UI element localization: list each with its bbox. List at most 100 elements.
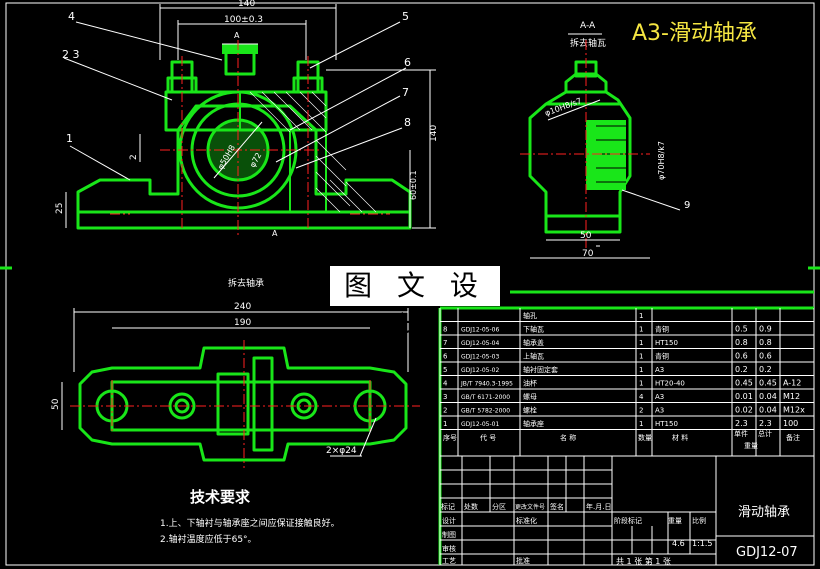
bom-cell-no: 7 xyxy=(443,339,447,347)
balloon-8: 8 xyxy=(404,116,411,129)
bom-cell-w2: 0.04 xyxy=(759,406,777,415)
bom-cell-w2: 0.8 xyxy=(759,338,772,347)
bom-cell-mat: HT150 xyxy=(655,420,678,428)
tb-sign: 签名 xyxy=(550,502,564,511)
bom-cell-w1: 0.01 xyxy=(735,392,753,401)
bom-cell-qty: 1 xyxy=(639,326,643,334)
dim-gap: 2 xyxy=(129,154,139,160)
tb-weight-val: 4.6 xyxy=(672,539,685,548)
bom-cell-note: 100 xyxy=(783,419,798,428)
bom-cell-qty: 2 xyxy=(639,407,643,415)
bom-cell-no: 8 xyxy=(443,326,447,334)
bom-cell-qty: 1 xyxy=(639,380,643,388)
bom-cell-no: 4 xyxy=(443,380,448,388)
bom-cell-code: JB/T 7940.3-1995 xyxy=(460,381,513,388)
bom-cell-name: 轴承盖 xyxy=(523,338,544,347)
bom-cell-name: 螺栓 xyxy=(523,406,537,415)
bom-header-mat: 材 料 xyxy=(672,433,688,442)
tb-sheets: 共 1 张 第 1 张 xyxy=(616,556,671,566)
top-view-outline xyxy=(78,346,408,462)
tb-scale: 比例 xyxy=(692,516,706,525)
bom-cell-no: 5 xyxy=(443,366,447,374)
bom-cell-name: 轴衬固定套 xyxy=(523,365,558,374)
bom-header-weight: 重量 xyxy=(744,442,758,450)
bom-cell-note: M12 xyxy=(783,392,800,401)
dim-height-total: 140 xyxy=(429,125,439,142)
tech-requirements: 技术要求 1.上、下轴衬与轴承座之间应保证接触良好。 2.轴衬温度应低于65°。 xyxy=(160,488,340,545)
bom-table: 轴孔 1 8 GDJ12-05-06 下轴瓦 1 青铜 0.5 0.9 7 GDJ12-05-04 轴… xyxy=(438,290,815,565)
bom-cell-code: GB/T 6171-2000 xyxy=(461,394,510,401)
tb-drawing-name: 滑动轴承 xyxy=(738,505,790,520)
balloon-2-3: 2 3 xyxy=(62,48,80,61)
front-view: 140 100±0.3 xyxy=(55,0,439,238)
tb-stage: 阶段标记 xyxy=(614,516,642,525)
dim-center-height: 60±0.1 xyxy=(409,170,418,200)
bom-cell-w2: 0.9 xyxy=(759,325,772,334)
section-mark-top: A xyxy=(234,31,240,40)
watermark-banner: 图 文 设 计 xyxy=(330,266,500,342)
tb-drawing-code: GDJ12-07 xyxy=(736,545,798,560)
balloon-7: 7 xyxy=(402,86,409,99)
bom-cell-qty: 4 xyxy=(639,393,644,401)
bom-cell-name: 上轴瓦 xyxy=(523,352,544,361)
bom-cell-code: GDJ12-05-03 xyxy=(461,354,499,361)
drawing-frame xyxy=(5,2,815,566)
title-block: 标记 处数 分区 更改文件号 签名 年.月.日 设计 标准化 制图 审核 工艺 … xyxy=(439,455,815,566)
balloon-4: 4 xyxy=(68,10,75,23)
bom-cell-no: 2 xyxy=(443,407,447,415)
bom-cell-qty: 1 xyxy=(639,366,643,374)
tb-approve: 批准 xyxy=(516,556,530,565)
tb-zone: 分区 xyxy=(492,502,506,511)
bom-header-note: 备注 xyxy=(786,433,800,442)
bom-cell-code: GDJ12-05-01 xyxy=(461,421,499,428)
bom-cell-no: 3 xyxy=(443,393,447,401)
bom-cell-w1: 0.02 xyxy=(735,406,753,415)
bom-cell-code: GB/T 5782-2000 xyxy=(461,408,510,415)
top-view-label: 拆去轴承 xyxy=(228,277,264,289)
bom-cell-name: 油杯 xyxy=(523,379,537,388)
bom-cell-w2: 2.3 xyxy=(759,419,772,428)
balloon-5: 5 xyxy=(402,10,409,23)
bom-header-w2: 总计 xyxy=(758,429,772,438)
bom-cell-name: 轴孔 xyxy=(523,311,537,320)
section-mark-bottom: A xyxy=(272,229,278,238)
balloon-1: 1 xyxy=(66,132,73,145)
tb-scale-val: 1:1.5 xyxy=(692,539,713,548)
bom-cell-w2: 0.6 xyxy=(759,352,772,361)
bom-cell-code: GDJ12-05-02 xyxy=(461,367,499,374)
bom-header-w1: 单件 xyxy=(734,429,748,438)
bom-cell-qty: 1 xyxy=(639,312,643,320)
tb-std: 标准化 xyxy=(516,516,537,525)
top-dim-190: 190 xyxy=(234,318,251,328)
bom-cell-w1: 0.45 xyxy=(735,379,753,388)
bom-cell-code: GDJ12-05-04 xyxy=(461,340,499,347)
top-dim-50: 50 xyxy=(51,398,61,410)
side-view-label: A-A xyxy=(580,21,596,31)
tb-draw: 制图 xyxy=(442,530,456,539)
side-dim-50: 50 xyxy=(580,231,592,241)
bom-cell-name: 下轴瓦 xyxy=(523,325,544,334)
dim-width-total: 140 xyxy=(238,0,255,9)
bom-cell-note: A-12 xyxy=(783,379,801,388)
bom-cell-code: GDJ12-05-06 xyxy=(461,327,499,334)
bom-header-code: 代 号 xyxy=(480,433,496,442)
side-view-sub: 拆去轴瓦 xyxy=(570,37,606,49)
dim-base-height: 25 xyxy=(55,203,65,214)
balloon-9: 9 xyxy=(684,200,690,211)
top-dim-holes: 2×φ24 xyxy=(326,446,357,456)
tb-mark: 标记 xyxy=(441,502,455,511)
bom-cell-no: 6 xyxy=(443,353,448,361)
bom-cell-mat: A3 xyxy=(655,366,664,374)
bom-cell-w2: 0.2 xyxy=(759,365,772,374)
side-view: A-A 拆去轴瓦 50 70 φ10H8/s7 φ70H8/k7 9 xyxy=(520,21,690,259)
tb-check: 审核 xyxy=(442,544,456,553)
bom-cell-mat: 青铜 xyxy=(655,325,669,334)
bom-cell-mat: HT150 xyxy=(655,339,678,347)
bom-cell-w2: 0.45 xyxy=(759,379,777,388)
bom-cell-w1: 0.5 xyxy=(735,325,748,334)
bom-cell-note: M12x xyxy=(783,406,805,415)
bom-cell-qty: 1 xyxy=(639,339,643,347)
bom-cell-w1: 2.3 xyxy=(735,419,748,428)
bom-cell-name: 轴承座 xyxy=(523,419,544,428)
